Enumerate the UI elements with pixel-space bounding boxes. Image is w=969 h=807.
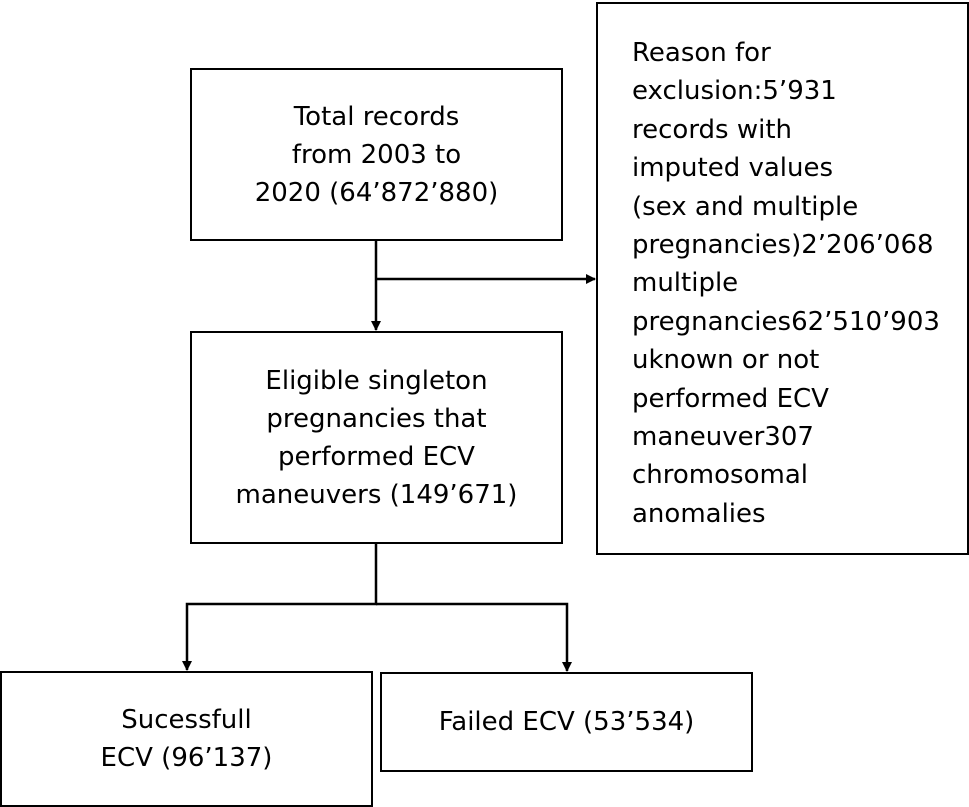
eligible-pregnancies-box: Eligible singleton pregnancies that perf… xyxy=(190,331,563,544)
exclusion-line: chromosomal xyxy=(632,460,808,491)
exclusion-line: imputed values xyxy=(632,153,834,184)
box-line: 2020 (64’872’880) xyxy=(254,177,499,208)
exclusion-line: anomalies xyxy=(632,498,766,529)
box-line: from 2003 to xyxy=(291,139,462,170)
box-line: pregnancies that xyxy=(266,403,487,434)
successful-ecv-box: Sucessfull ECV (96’137) xyxy=(0,671,373,807)
exclusion-reasons-box: Reason for exclusion:5’931 records with … xyxy=(596,2,969,555)
failed-ecv-text: Failed ECV (53’534) xyxy=(439,703,695,741)
exclusion-line: maneuver307 xyxy=(632,422,814,453)
box-line: Sucessfull xyxy=(121,705,252,735)
connector-eligible-to-failed xyxy=(376,602,572,672)
exclusion-line: uknown or not xyxy=(632,345,820,376)
connector-eligible-split xyxy=(182,544,378,671)
box-line: ECV (96’137) xyxy=(100,743,273,773)
successful-ecv-text: Sucessfull ECV (96’137) xyxy=(101,701,273,777)
eligible-pregnancies-text: Eligible singleton pregnancies that perf… xyxy=(236,362,518,514)
exclusion-line: Reason for xyxy=(632,38,771,68)
box-line: maneuvers (149’671) xyxy=(235,479,518,510)
box-line: Total records xyxy=(293,101,460,132)
exclusion-line: (sex and multiple xyxy=(632,191,859,222)
failed-ecv-box: Failed ECV (53’534) xyxy=(380,672,753,772)
box-line: performed ECV xyxy=(278,441,475,472)
box-line: Failed ECV (53’534) xyxy=(438,707,695,737)
exclusion-line: multiple xyxy=(632,268,739,299)
total-records-text: Total records from 2003 to 2020 (64’872’… xyxy=(255,98,499,212)
total-records-box: Total records from 2003 to 2020 (64’872’… xyxy=(190,68,563,241)
exclusion-line: exclusion:5’931 xyxy=(632,76,837,107)
exclusion-line: performed ECV xyxy=(632,383,829,414)
exclusion-line: pregnancies)2’206’068 xyxy=(632,230,934,261)
exclusion-line: records with xyxy=(632,114,793,145)
box-line: Eligible singleton xyxy=(265,365,488,396)
exclusion-line: pregnancies62’510’903 xyxy=(632,306,940,337)
